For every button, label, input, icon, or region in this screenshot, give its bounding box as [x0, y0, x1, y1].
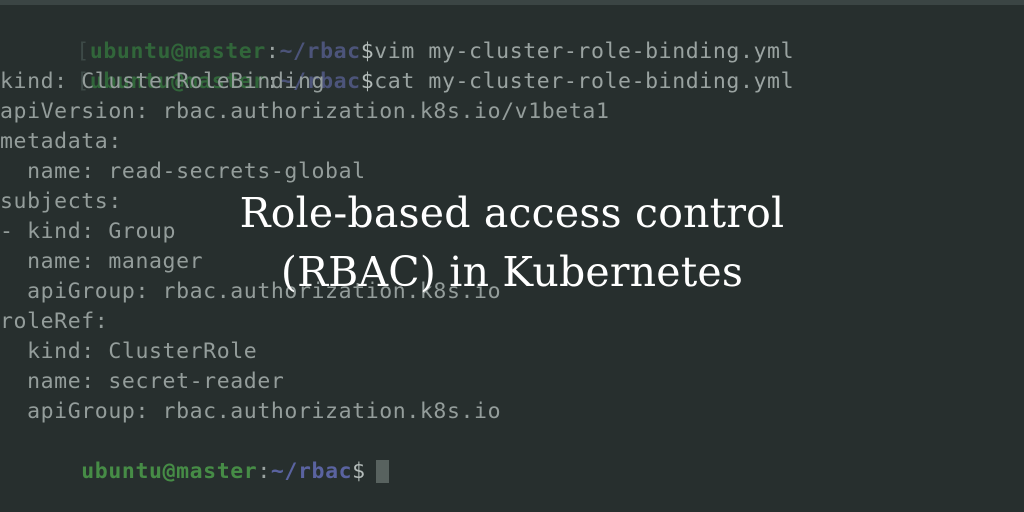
terminal-command-1: vim my-cluster-role-binding.yml — [374, 39, 795, 64]
terminal-output-line: apiVersion: rbac.authorization.k8s.io/v1… — [0, 99, 610, 124]
prompt-bracket: [ — [76, 39, 90, 64]
terminal-output-line: apiGroup: rbac.authorization.k8s.io — [0, 279, 502, 304]
terminal-output-line: subjects: — [0, 189, 122, 214]
prompt-path: ~/rbac — [270, 459, 353, 484]
prompt-dollar: $ — [352, 459, 366, 484]
terminal-output-line: name: secret-reader — [0, 369, 285, 394]
prompt-dollar: $ — [360, 39, 375, 64]
terminal-output-line: metadata: — [0, 129, 122, 154]
prompt-user-host: ubuntu@master — [89, 69, 266, 94]
prompt-path: ~/rbac — [279, 69, 361, 94]
prompt-colon: : — [265, 69, 280, 94]
terminal-output-line: name: manager — [0, 249, 204, 274]
terminal-output-line: kind: ClusterRoleBinding — [0, 69, 326, 94]
prompt-bracket: [ — [76, 69, 90, 94]
terminal-output-line: name: read-secrets-global — [0, 159, 366, 184]
terminal-line-prompt-active[interactable]: ubuntu@master:~/rbac$ — [0, 427, 1024, 484]
terminal-output-line: - kind: Group — [0, 219, 177, 244]
terminal-output-line: kind: ClusterRole — [0, 339, 258, 364]
prompt-user-host: ubuntu@master — [89, 39, 266, 64]
terminal-line-prompt-2: [ubuntu@master:~/rbac$cat my-cluster-rol… — [0, 37, 1024, 94]
text-cursor — [375, 460, 389, 483]
terminal-output-line: roleRef: — [0, 309, 109, 334]
prompt-colon: : — [265, 39, 280, 64]
window-titlebar-strip — [0, 0, 1024, 5]
terminal-window[interactable]: [ubuntu@master:~/rbac$vim my-cluster-rol… — [0, 5, 1024, 512]
prompt-colon: : — [257, 459, 271, 484]
terminal-line-prompt-1: [ubuntu@master:~/rbac$vim my-cluster-rol… — [0, 7, 1024, 64]
prompt-path: ~/rbac — [279, 39, 361, 64]
prompt-user-host: ubuntu@master — [81, 459, 258, 484]
prompt-dollar: $ — [360, 69, 375, 94]
terminal-command-2: cat my-cluster-role-binding.yml — [374, 69, 795, 94]
terminal-output-line: apiGroup: rbac.authorization.k8s.io — [0, 399, 502, 424]
